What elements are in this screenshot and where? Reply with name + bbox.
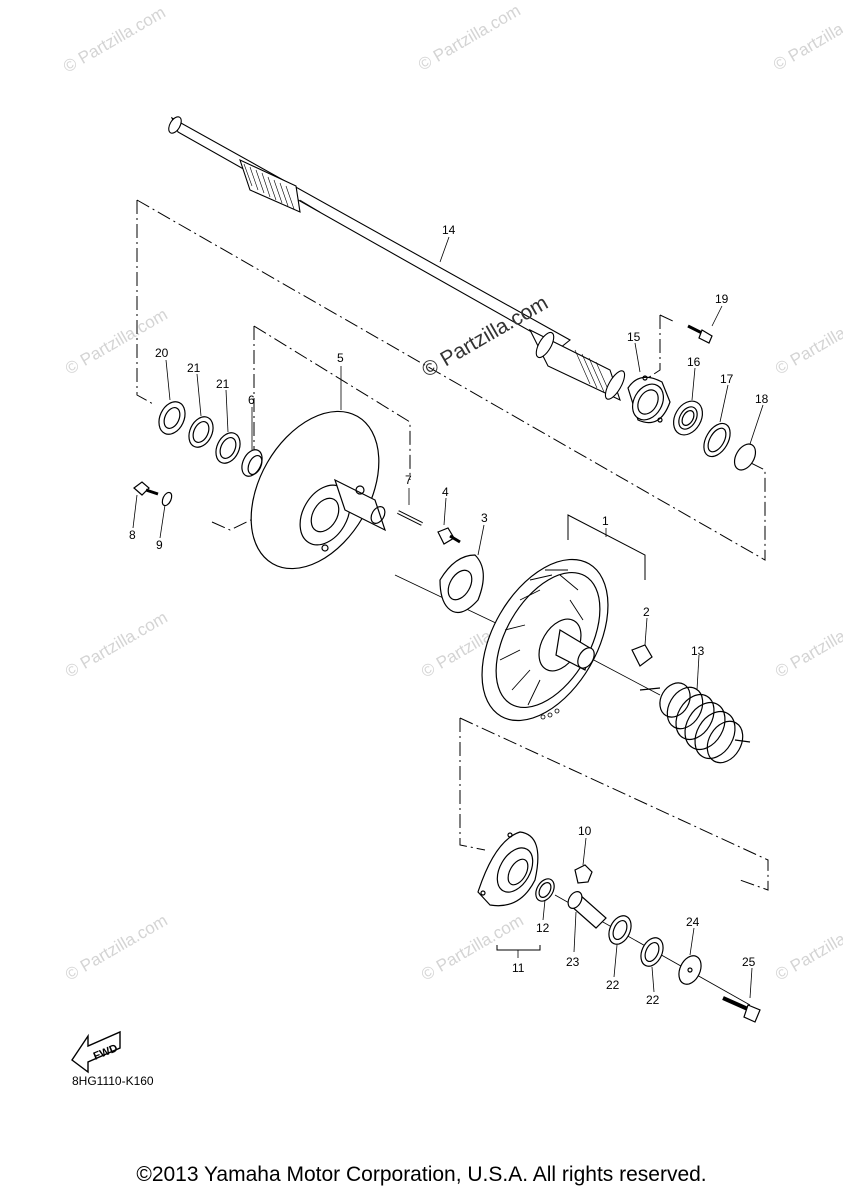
- callout-12: 12: [536, 921, 550, 935]
- sliding-sheave: [481, 558, 609, 722]
- callout-10: 10: [578, 824, 592, 838]
- group-outline-sheave: [253, 325, 411, 480]
- group-outline-bearing-housing: [647, 314, 676, 379]
- callout-18: 18: [755, 392, 769, 406]
- gasket: [439, 554, 484, 614]
- callout-15: 15: [627, 330, 641, 344]
- callout-3: 3: [481, 511, 488, 525]
- callout-8: 8: [129, 528, 136, 542]
- callout-25: 25: [742, 955, 756, 969]
- washer-21a: [188, 416, 214, 448]
- group-outline-shaft: [136, 199, 766, 561]
- bearing-housing: [627, 375, 671, 424]
- leader-lines: [132, 236, 764, 999]
- callout-21b: 21: [216, 377, 230, 391]
- fixed-sheave: [250, 410, 387, 570]
- fwd-arrow-icon: FWD: [71, 1030, 121, 1074]
- callout-16: 16: [687, 355, 701, 369]
- spring: [639, 682, 751, 764]
- stud-7: [397, 510, 423, 526]
- bracket-1: [567, 514, 646, 580]
- diagram-code: 8HG1110-K160: [72, 1074, 154, 1088]
- callout-17: 17: [720, 372, 734, 386]
- bushing-6: [241, 449, 263, 477]
- callout-21a: 21: [187, 361, 201, 375]
- washer-22a: [608, 915, 632, 945]
- callout-20: 20: [155, 346, 169, 360]
- snap-ring-18: [733, 443, 757, 471]
- shaft: [168, 116, 626, 402]
- callout-23: 23: [566, 955, 580, 969]
- callout-9: 9: [156, 538, 163, 552]
- bolt-4: [437, 527, 461, 545]
- copyright-notice: ©2013 Yamaha Motor Corporation, U.S.A. A…: [136, 1163, 707, 1186]
- callout-1: 1: [602, 514, 609, 528]
- bolt-19: [687, 324, 713, 344]
- bearing-housing-plate: [477, 831, 539, 907]
- callout-19: 19: [715, 292, 729, 306]
- bearing: [672, 400, 704, 436]
- callout-5: 5: [337, 351, 344, 365]
- callout-24: 24: [686, 915, 700, 929]
- circlip-17: [703, 422, 731, 458]
- callout-7: 7: [405, 473, 412, 487]
- nut-10: [574, 864, 593, 884]
- bolt-25: [722, 996, 761, 1023]
- callout-2: 2: [643, 605, 650, 619]
- washer-24: [678, 955, 702, 985]
- washer-20: [158, 401, 186, 435]
- callout-6: 6: [248, 393, 255, 407]
- callout-14: 14: [442, 223, 456, 237]
- bolt-8: [133, 481, 159, 496]
- callout-11: 11: [512, 961, 525, 975]
- callout-22b: 22: [646, 993, 660, 1007]
- washer-21b: [215, 432, 241, 464]
- callout-13: 13: [691, 644, 705, 658]
- washer-9: [161, 491, 173, 507]
- collar-23: [567, 891, 607, 929]
- group-outline-spring: [459, 717, 769, 891]
- slider-2: [631, 644, 653, 667]
- callout-4: 4: [442, 485, 449, 499]
- bracket-11: [496, 945, 541, 951]
- washer-22b: [640, 937, 664, 967]
- callout-22a: 22: [606, 978, 620, 992]
- bushing-12: [535, 878, 555, 902]
